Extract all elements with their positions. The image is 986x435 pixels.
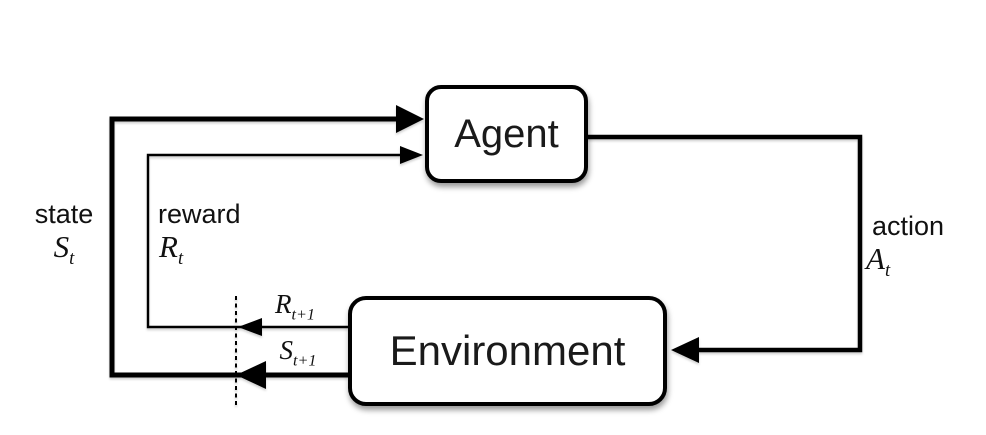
state-signal-label: state St (16, 199, 112, 268)
environment-node: Environment (348, 296, 667, 406)
reward-into-agent-arrowhead (400, 146, 423, 164)
next-reward-signal-label: Rt+1 (252, 289, 338, 324)
state-word: state (34, 199, 94, 229)
next-reward-arrowhead (238, 318, 262, 336)
action-signal-label: action At (866, 211, 945, 280)
state-into-agent-arrowhead (396, 105, 424, 133)
reward-word: reward (158, 199, 241, 229)
next-reward-symbol-subscript: t+1 (291, 305, 315, 324)
next-state-arrowhead (236, 361, 266, 389)
next-state-symbol-subscript: t+1 (292, 351, 317, 370)
reward-symbol-subscript: t (177, 248, 184, 270)
action-line (588, 134, 863, 353)
next-reward-symbol-base: R (274, 289, 292, 319)
state-symbol: St (16, 229, 112, 268)
state-symbol-base: S (53, 229, 70, 265)
agent-node: Agent (425, 85, 588, 183)
action-symbol-base: A (866, 241, 885, 277)
next-state-symbol-base: S (279, 335, 293, 365)
action-symbol: At (866, 241, 944, 280)
reward-symbol-base: R (159, 229, 178, 265)
state-feedback-line (109, 116, 402, 378)
state-symbol-subscript: t (69, 248, 75, 270)
environment-label: Environment (389, 327, 626, 374)
agent-label: Agent (454, 111, 559, 156)
action-symbol-subscript: t (884, 260, 891, 282)
reward-symbol: Rt (159, 229, 241, 268)
action-word: action (872, 211, 945, 241)
reward-signal-label: reward Rt (158, 199, 241, 268)
action-into-environment-arrowhead (671, 337, 699, 363)
next-state-signal-label: St+1 (255, 335, 341, 370)
next-state-symbol: St+1 (255, 335, 341, 370)
next-reward-symbol: Rt+1 (252, 289, 338, 324)
